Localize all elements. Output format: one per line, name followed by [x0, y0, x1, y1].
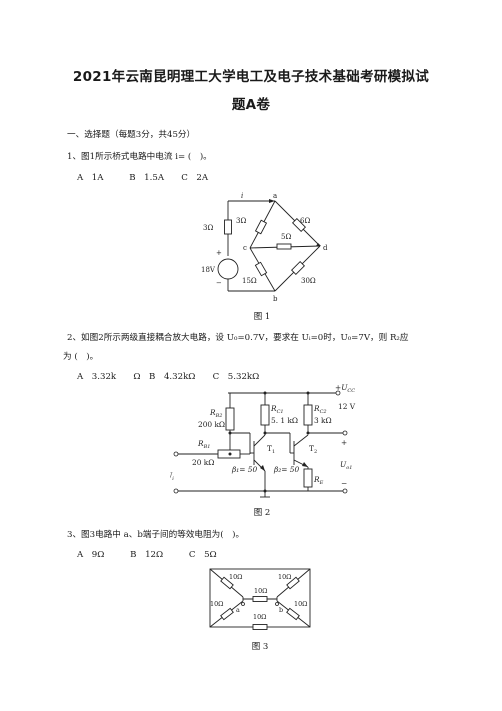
svg-text:T2: T2 — [309, 444, 317, 455]
fig1-node-c: c — [243, 244, 247, 252]
fig2-rb1-label: R — [197, 439, 204, 448]
q3-stem: 3、图3电路中 a、b端子间的等效电阻为( )。 — [67, 530, 245, 540]
figure-3-resistor-network: 10Ω 10Ω 10Ω 10Ω 10Ω 10Ω a b — [209, 568, 311, 630]
svg-text:+UCC: +UCC — [335, 383, 355, 394]
fig1-r-ca: 3Ω — [236, 217, 246, 225]
svg-text:T1: T1 — [267, 444, 275, 455]
title-line-1: 2021年云南昆明理工大学电工及电子技术基础考研模拟试 — [72, 69, 430, 85]
fig2-ucc-label: +U — [335, 383, 348, 392]
fig1-r-cb: 15Ω — [242, 277, 257, 285]
fig1-source-voltage: 18V — [201, 266, 216, 274]
fig1-r-ad: 6Ω — [300, 217, 310, 225]
q1-options: A 1A B 1.5A C 2A — [77, 173, 209, 183]
fig2-rb1-sub: B1 — [203, 444, 211, 450]
fig2-beta2: β₂= 50 — [273, 465, 299, 474]
fig1-plus: + — [216, 249, 222, 257]
fig2-ucc-value: 12 V — [338, 402, 356, 411]
figure-1-bridge-circuit: i a b c d 3Ω 3Ω 6Ω 5Ω 15Ω 30Ω + − 18V — [201, 192, 328, 303]
q1-stem: 1、图1所示桥式电路中电流 i= ( )。 — [67, 152, 212, 162]
fig2-t2-sub: 2 — [314, 449, 317, 455]
figure-2-caption: 图 2 — [253, 508, 271, 518]
fig1-node-d: d — [323, 244, 328, 252]
fig2-rc2-value: 3 kΩ — [314, 416, 332, 425]
fig2-uo-sub: o1 — [346, 465, 352, 471]
fig1-node-b: b — [273, 295, 278, 303]
fig3-r-top-mid: 10Ω — [254, 587, 267, 595]
fig2-rc2-label: R — [313, 404, 320, 413]
fig3-r-top-right: 10Ω — [278, 573, 291, 581]
fig2-rc2-sub: C2 — [320, 409, 327, 415]
fig3-r-bot-right: 10Ω — [294, 600, 307, 608]
fig2-re-label: R — [313, 475, 320, 484]
fig2-rb1-value: 20 kΩ — [192, 458, 214, 467]
fig2-rb2-value: 200 kΩ — [198, 420, 225, 429]
fig3-r-bot-left: 10Ω — [210, 600, 223, 608]
fig2-t1-label: T — [267, 444, 272, 453]
fig3-r-bot-mid: 10Ω — [253, 613, 266, 621]
fig2-ucc-sub: CC — [347, 388, 355, 394]
figure-3-caption: 图 3 — [251, 642, 269, 652]
q2-stem-line-2: 为 ( )。 — [63, 352, 99, 362]
fig2-ui-label: U — [170, 471, 173, 480]
svg-text:Ui: Ui — [170, 471, 174, 482]
title-line-2: 题A卷 — [231, 97, 271, 113]
q2-options: A 3.32k Ω B 4.32kΩ C 5.32kΩ — [77, 372, 260, 382]
fig2-uo-label: U — [340, 460, 347, 469]
q2-stem-line-1: 2、如图2所示两级直接耦合放大电路，设 U₀=0.7V，要求在 Uᵢ=0时，U₀… — [67, 333, 409, 343]
fig3-r-top-left: 10Ω — [229, 573, 242, 581]
fig1-current-label: i — [241, 192, 243, 200]
figure-1-caption: 图 1 — [253, 312, 271, 322]
fig2-rc1-label: R — [270, 404, 277, 413]
fig1-r-left: 3Ω — [203, 224, 213, 232]
fig3-node-b: b — [279, 606, 283, 614]
fig2-rc1-sub: C1 — [277, 409, 284, 415]
fig1-minus: − — [216, 279, 222, 287]
fig3-node-a: a — [236, 606, 240, 614]
fig2-t2-label: T — [309, 444, 314, 453]
fig1-r-bd: 30Ω — [301, 277, 316, 285]
fig2-beta1: β₁= 50 — [231, 465, 257, 474]
fig2-t1-sub: 1 — [272, 449, 275, 455]
fig2-output-minus: − — [341, 479, 347, 488]
fig1-r-cd: 5Ω — [281, 233, 291, 241]
svg-text:RB2: RB2 — [209, 408, 222, 419]
fig2-rb2-sub: B2 — [215, 413, 223, 419]
fig2-rc1-value: 5. 1 kΩ — [271, 416, 298, 425]
svg-text:RE: RE — [313, 475, 324, 486]
svg-text:RB1: RB1 — [197, 439, 210, 450]
section-heading: 一、选择题（每题3分，共45分） — [67, 130, 196, 140]
fig2-re-sub: E — [319, 480, 324, 486]
fig2-output-plus: + — [341, 438, 347, 447]
svg-text:RC1: RC1 — [270, 404, 284, 415]
figure-2-amplifier-circuit: +UCC 12 V RB2 200 kΩ RC1 5. 1 kΩ RC2 3 k… — [170, 383, 356, 498]
svg-text:RC2: RC2 — [313, 404, 327, 415]
fig2-ui-sub: i — [172, 476, 174, 482]
svg-text:Uo1: Uo1 — [340, 460, 352, 471]
fig1-node-a: a — [273, 192, 277, 200]
q3-options: A 9Ω B 12Ω C 5Ω — [77, 550, 217, 560]
fig2-rb2-label: R — [209, 408, 216, 417]
